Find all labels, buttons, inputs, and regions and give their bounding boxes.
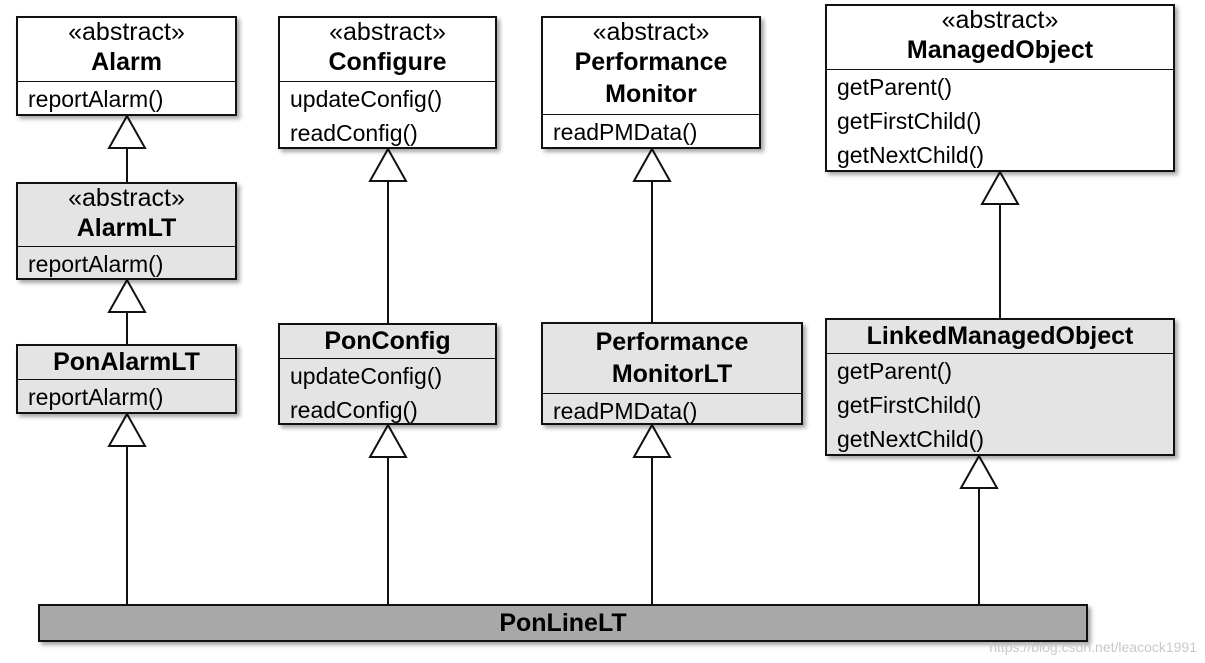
class-name: PonConfig	[324, 327, 451, 355]
operation: getParent()	[837, 358, 953, 384]
operation: readConfig()	[290, 120, 418, 146]
class-header: PonAlarmLT	[18, 346, 235, 380]
operations: reportAlarm()	[18, 247, 235, 281]
class-name-line1: Performance	[595, 328, 749, 356]
class-pon-config: PonConfig updateConfig() readConfig()	[278, 323, 497, 425]
class-name-line2: Monitor	[605, 80, 697, 108]
operation: getNextChild()	[837, 426, 984, 452]
arrowhead-ponalarmlt	[107, 411, 147, 447]
operations: reportAlarm()	[18, 82, 235, 116]
stereotype-label: «abstract»	[329, 18, 446, 46]
class-performance-monitor-lt: Performance MonitorLT readPMData()	[541, 322, 803, 425]
operations: updateConfig() readConfig()	[280, 359, 495, 427]
operations: updateConfig() readConfig()	[280, 82, 495, 150]
stereotype-label: «abstract»	[941, 6, 1059, 34]
class-configure: «abstract» Configure updateConfig() read…	[278, 16, 497, 149]
class-alarm: «abstract» Alarm reportAlarm()	[16, 16, 237, 116]
class-header: PonConfig	[280, 325, 495, 359]
arrowhead-alarmlt	[107, 277, 147, 313]
operations: getParent() getFirstChild() getNextChild…	[827, 354, 1173, 456]
class-header: «abstract» Alarm	[18, 18, 235, 82]
arrowhead-performance-monitor	[632, 146, 672, 182]
stereotype-label: «abstract»	[68, 18, 185, 46]
operation: getParent()	[837, 74, 953, 100]
operation: getFirstChild()	[837, 392, 982, 418]
class-name: ManagedObject	[906, 36, 1094, 64]
class-name: LinkedManagedObject	[866, 322, 1134, 350]
class-name: PonAlarmLT	[53, 348, 200, 376]
operation: reportAlarm()	[28, 86, 164, 112]
arrowhead-linked-managed-object	[959, 453, 999, 489]
class-linked-managed-object: LinkedManagedObject getParent() getFirst…	[825, 318, 1175, 456]
class-header: «abstract» Configure	[280, 18, 495, 82]
operation: reportAlarm()	[28, 384, 164, 410]
operation: getFirstChild()	[837, 108, 982, 134]
operations: getParent() getFirstChild() getNextChild…	[827, 70, 1173, 172]
operation: readConfig()	[290, 397, 418, 423]
operation: reportAlarm()	[28, 251, 164, 277]
operation: updateConfig()	[290, 363, 443, 389]
stereotype-label: «abstract»	[592, 18, 710, 46]
class-pon-line-lt: PonLineLT	[38, 604, 1088, 642]
watermark-text: https://blog.csdn.net/leacock1991	[989, 639, 1197, 655]
operation: getNextChild()	[837, 142, 984, 168]
arrowhead-configure	[368, 146, 408, 182]
arrowhead-alarm	[107, 113, 147, 149]
class-performance-monitor: «abstract» Performance Monitor readPMDat…	[541, 16, 761, 149]
operations: readPMData()	[543, 394, 801, 428]
operation: updateConfig()	[290, 86, 443, 112]
operations: readPMData()	[543, 115, 759, 149]
class-header: LinkedManagedObject	[827, 320, 1173, 354]
arrowhead-performance-monitor-lt	[632, 422, 672, 458]
class-pon-alarm-lt: PonAlarmLT reportAlarm()	[16, 344, 237, 414]
class-alarm-lt: «abstract» AlarmLT reportAlarm()	[16, 182, 237, 280]
arrowhead-ponconfig	[368, 422, 408, 458]
class-managed-object: «abstract» ManagedObject getParent() get…	[825, 4, 1175, 172]
class-header: «abstract» ManagedObject	[827, 6, 1173, 70]
class-header: «abstract» AlarmLT	[18, 184, 235, 247]
operation: readPMData()	[553, 119, 698, 145]
class-name-line2: MonitorLT	[611, 360, 733, 388]
class-header: Performance MonitorLT	[543, 324, 801, 394]
class-name-line1: Performance	[574, 48, 728, 76]
class-header: «abstract» Performance Monitor	[543, 18, 759, 115]
stereotype-label: «abstract»	[68, 184, 185, 212]
class-name: Configure	[328, 48, 447, 76]
operations: reportAlarm()	[18, 380, 235, 414]
arrowhead-managed-object	[980, 169, 1020, 205]
operation: readPMData()	[553, 398, 698, 424]
class-name: Alarm	[91, 48, 162, 76]
class-name: PonLineLT	[499, 609, 627, 637]
class-name: AlarmLT	[76, 214, 177, 242]
